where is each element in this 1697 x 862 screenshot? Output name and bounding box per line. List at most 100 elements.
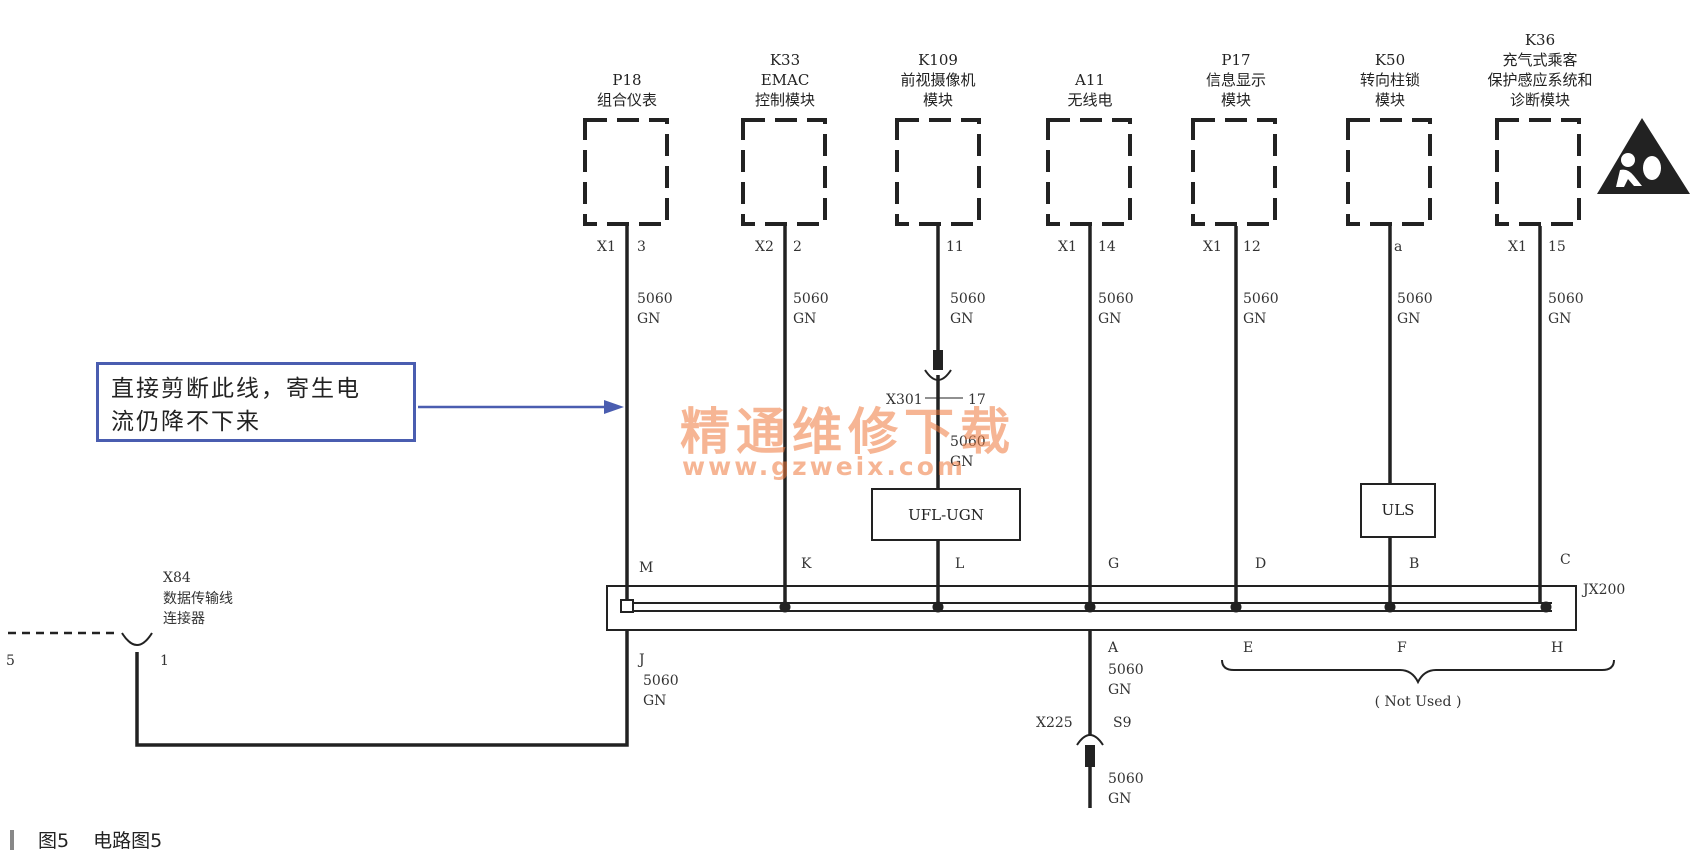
wire-code-k50: 5060 [1397,291,1433,307]
pin-k50: a [1394,239,1402,255]
conn-k33: X2 [755,239,774,255]
wire-color-a11: GN [1098,311,1121,327]
splice-pin-f: F [1397,640,1407,656]
splice-node-l [932,601,944,613]
wire-color-k50: GN [1397,311,1420,327]
splice-pin-l: L [955,556,964,572]
splice-node-m [620,599,634,613]
wire-code-p17: 5060 [1243,291,1279,307]
module-box-p18 [583,118,669,226]
x301-name: X301 [886,392,923,408]
option-box-ufl-ugn: UFL-UGN [871,488,1021,541]
figure-number: 图5 [38,830,70,852]
x225-connector [1076,734,1104,767]
wire-color-p17: GN [1243,311,1266,327]
splice-node-g [1084,601,1096,613]
module-box-p17 [1191,118,1277,226]
module-a11-name: 无线电 [1067,91,1112,109]
module-box-k36 [1495,118,1581,226]
watermark-url: www.gzweix.com [682,452,966,481]
splice-node-b [1384,601,1396,613]
module-k36-name-3: 诊断模块 [1510,91,1570,109]
wire-color-k36: GN [1548,311,1571,327]
watermark-title: 精通维修下载 [680,402,1016,461]
module-k36-id: K36 [1525,31,1555,49]
splice-pin-a: A [1107,640,1119,656]
module-k33-name-1: EMAC [761,71,810,89]
module-k33-name-2: 控制模块 [755,91,815,109]
conn-p17: X1 [1203,239,1222,255]
not-used-brace [1221,659,1615,685]
module-box-k109 [895,118,981,226]
inline-connector-x301 [924,350,952,381]
module-k109-name-2: 模块 [923,91,953,109]
pin-k36: 15 [1548,239,1566,255]
airbag-warning-icon [1597,118,1690,194]
a-wire-code: 5060 [1108,662,1144,678]
x84-name-2: 连接器 [163,610,205,627]
splice-pin-b: B [1409,556,1419,572]
wire-code-k36: 5060 [1548,291,1584,307]
module-k50-name-1: 转向柱锁 [1360,71,1420,89]
wire-color-p18: GN [637,311,660,327]
j-wire-code: 5060 [643,673,679,689]
wire-code-k109: 5060 [950,291,986,307]
module-boxes [583,118,1581,226]
annotation-note: 直接剪断此线，寄生电 流仍降不下来 [96,362,416,442]
figure-caption: 图5 电路图5 [10,826,162,853]
pin-k109: 11 [946,239,964,255]
splice-pin-k: K [801,556,812,572]
wire-code-p18: 5060 [637,291,673,307]
conn-a11: X1 [1058,239,1077,255]
x225-wire-color: GN [1108,791,1131,807]
conn-p18: X1 [597,239,616,255]
wire-color-k33: GN [793,311,816,327]
module-k36-name-2: 保护感应系统和 [1487,71,1592,89]
splice-pin-h: H [1551,640,1563,656]
wire-j-to-x84 [135,630,629,747]
x225-wire-code: 5060 [1108,771,1144,787]
module-k36-name-1: 充气式乘客 [1502,51,1577,69]
x301-wire-code: 5060 [950,434,986,450]
wire-code-a11: 5060 [1098,291,1134,307]
j-wire-color: GN [643,693,666,709]
module-p17-name-1: 信息显示 [1206,71,1266,89]
splice-pin-c: C [1560,552,1571,568]
x84-id: X84 [163,570,191,586]
pin-p17: 12 [1243,239,1261,255]
x84-connector [121,632,153,646]
module-k109-id: K109 [918,51,958,69]
module-p18-name: 组合仪表 [597,91,657,109]
pin-a11: 14 [1098,239,1116,255]
splice-pin-j: J [637,652,645,668]
x84-pin: 1 [160,653,169,669]
x84-name-1: 数据传输线 [163,591,233,607]
option-box-uls-label: ULS [1382,501,1415,519]
splice-name: JX200 [1581,582,1625,598]
module-k50-name-2: 模块 [1375,91,1405,109]
figure-title: 电路图5 [93,830,163,852]
pin-p18: 3 [637,239,646,255]
x225-pin: S9 [1113,715,1132,731]
a-wire-color: GN [1108,682,1131,698]
x225-name: X225 [1036,715,1073,731]
not-used-label: ( Not Used ) [1375,694,1462,710]
module-p18-id: P18 [612,71,641,89]
module-box-k33 [741,118,827,226]
module-wires [625,226,1542,603]
annotation-note-line-1: 直接剪断此线，寄生电 [111,376,361,402]
module-box-a11 [1046,118,1132,226]
module-k109-name-1: 前视摄像机 [900,71,975,89]
module-p17-name-2: 模块 [1221,91,1251,109]
module-a11-id: A11 [1074,71,1105,89]
wire-code-k33: 5060 [793,291,829,307]
splice-node-c [1540,601,1552,613]
conn-k36: X1 [1508,239,1527,255]
splice-pin-e: E [1243,640,1253,656]
splice-node-k [779,601,791,613]
wire-color-k109: GN [950,311,973,327]
module-p17-id: P17 [1221,51,1250,69]
splice-pin-m: M [639,560,653,576]
option-box-uls: ULS [1360,483,1436,538]
